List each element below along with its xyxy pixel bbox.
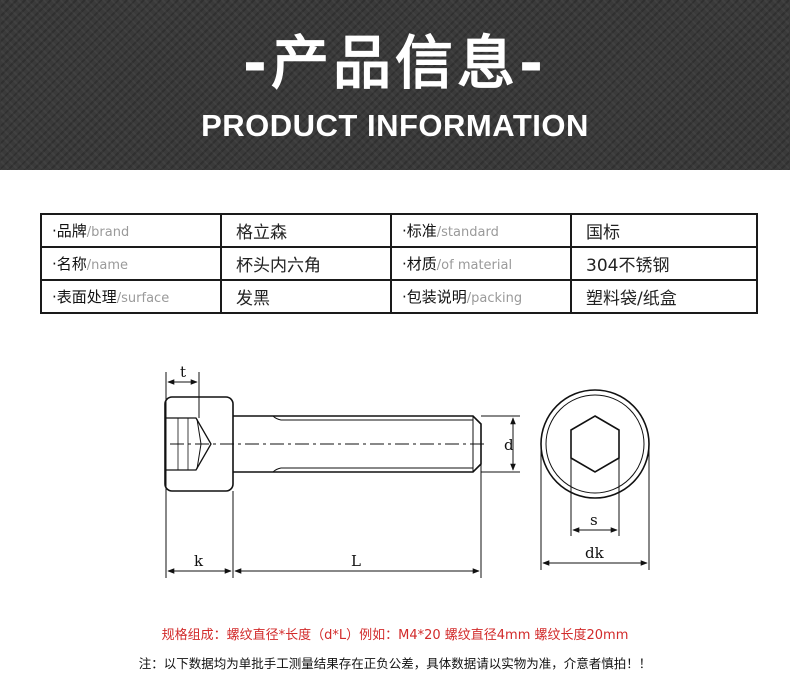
dim-label-t: t <box>180 363 186 381</box>
table-row: ·表面处理/surface 发黑 ·包装说明/packing 塑料袋/纸盒 <box>40 279 758 314</box>
spec-value-name: 杯头内六角 <box>220 246 392 281</box>
spec-value-surface: 发黑 <box>220 279 392 314</box>
header-banner: -产品信息- PRODUCT INFORMATION <box>0 0 790 170</box>
spec-table: ·品牌/brand 格立森 ·标准/standard 国标 ·名称/name 杯… <box>40 213 758 314</box>
dim-label-s: s <box>590 511 598 529</box>
spec-label-brand: ·品牌/brand <box>40 213 222 248</box>
dim-label-k: k <box>194 552 204 570</box>
page-title: -产品信息- <box>242 29 548 97</box>
hex-socket <box>570 415 620 473</box>
dim-label-dk: dk <box>585 544 605 562</box>
spec-label-packing: ·包装说明/packing <box>390 279 572 314</box>
spec-value-packing: 塑料袋/纸盒 <box>570 279 758 314</box>
head-end-view <box>540 389 650 499</box>
spec-label-material: ·材质/of material <box>390 246 572 281</box>
spec-format-note: 规格组成：螺纹直径*长度（d*L）例如：M4*20 螺纹直径4mm 螺纹长度20… <box>161 628 629 643</box>
dim-label-l: L <box>351 552 361 570</box>
dim-label-d: d <box>504 436 514 454</box>
spec-label-name: ·名称/name <box>40 246 222 281</box>
table-row: ·名称/name 杯头内六角 ·材质/of material 304不锈钢 <box>40 246 758 281</box>
hex-socket-profile <box>165 417 212 471</box>
table-row: ·品牌/brand 格立森 ·标准/standard 国标 <box>40 213 758 248</box>
spec-value-material: 304不锈钢 <box>570 246 758 281</box>
page-subtitle: PRODUCT INFORMATION <box>201 108 589 143</box>
spec-label-standard: ·标准/standard <box>390 213 572 248</box>
spec-label-surface: ·表面处理/surface <box>40 279 222 314</box>
spec-value-brand: 格立森 <box>220 213 392 248</box>
screw-technical-drawing: t d k L s dk <box>164 363 650 578</box>
spec-value-standard: 国标 <box>570 213 758 248</box>
disclaimer-note: 注：以下数据均为单批手工测量结果存在正负公差，具体数据请以实物为准，介意者慎拍！… <box>138 656 652 671</box>
